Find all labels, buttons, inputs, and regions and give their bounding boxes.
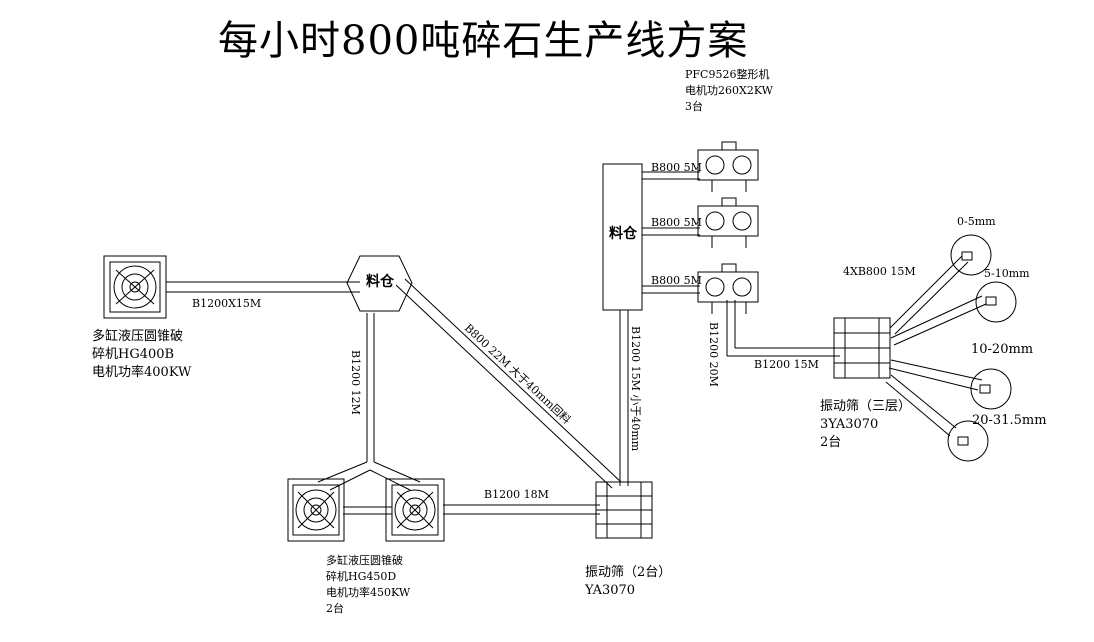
conveyor-b1200-15m-under40 <box>619 310 629 486</box>
crusher-hg400b-label: 多缸液压圆锥破 碎机HG400B 电机功率400KW <box>92 329 192 380</box>
shaper-icon-3 <box>697 263 759 314</box>
screen-3-label: 振动筛（三层） 3YA3070 2台 <box>820 399 912 450</box>
shaper-label: PFC9526整形机 电机功260X2KW 3台 <box>685 68 773 113</box>
product-10-20mm-label: 10-20mm <box>971 342 1034 357</box>
conveyor-4xb800-label: 4XB800 15M <box>843 265 916 278</box>
product-20-31-5mm-label: 20-31.5mm <box>972 413 1047 428</box>
crusher-hg400b-icon <box>103 255 167 319</box>
crusher-hg450d-label: 多缸液压圆锥破 碎机HG450D 电机功率450KW 2台 <box>326 554 411 615</box>
conveyor-b1200-20m <box>726 300 736 356</box>
crusher-hg450d-icon-2 <box>385 478 445 542</box>
conveyor-b1200-18m-label: B1200 18M <box>484 488 549 501</box>
conveyor-b1200-12m-label: B1200 12M <box>349 350 362 415</box>
conveyor-b800-22m <box>395 278 622 489</box>
screen-3ya3070-icon <box>833 317 891 379</box>
conveyor-4xb800-15m <box>885 255 987 437</box>
tall-bin-label: 料仓 <box>609 226 637 242</box>
shaper-icon-1 <box>697 141 759 192</box>
conveyor-b1200-18m <box>343 504 600 515</box>
shaper-icon-2 <box>697 197 759 248</box>
stockpile-20-31-5mm <box>947 420 989 462</box>
tall-bin <box>602 163 643 311</box>
conveyor-b1200-15m-under40-label: B1200 15M 小于40mm <box>629 326 642 452</box>
product-5-10mm-label: 5-10mm <box>984 267 1030 280</box>
stockpile-10-20mm <box>970 368 1012 410</box>
stockpile-0-5mm <box>950 234 992 276</box>
conveyor-b800-5m-set <box>642 171 700 294</box>
page-title: 每小时800吨碎石生产线方案 <box>218 18 749 64</box>
conveyor-b800-5m-a-label: B800 5M <box>651 161 702 174</box>
crusher-hg450d-icon-1 <box>287 478 345 542</box>
conveyor-b1200x15 <box>166 281 360 293</box>
hex-bin <box>346 255 413 312</box>
conveyor-b800-5m-b-label: B800 5M <box>651 216 702 229</box>
conveyor-b800-5m-c-label: B800 5M <box>651 274 702 287</box>
product-0-5mm-label: 0-5mm <box>957 215 996 228</box>
conveyor-b1200-12m <box>317 313 421 491</box>
conveyor-b1200-20m-label: B1200 20M <box>707 322 720 387</box>
conveyor-b1200x15-label: B1200X15M <box>192 297 262 310</box>
hex-bin-label: 料仓 <box>366 274 394 290</box>
conveyor-b1200-15m <box>727 347 840 357</box>
screen-2-label: 振动筛（2台） YA3070 <box>585 565 672 598</box>
stockpile-5-10mm <box>975 281 1017 323</box>
screen-ya3070-icon <box>595 481 653 539</box>
conveyor-b1200-15m-label: B1200 15M <box>754 358 819 371</box>
